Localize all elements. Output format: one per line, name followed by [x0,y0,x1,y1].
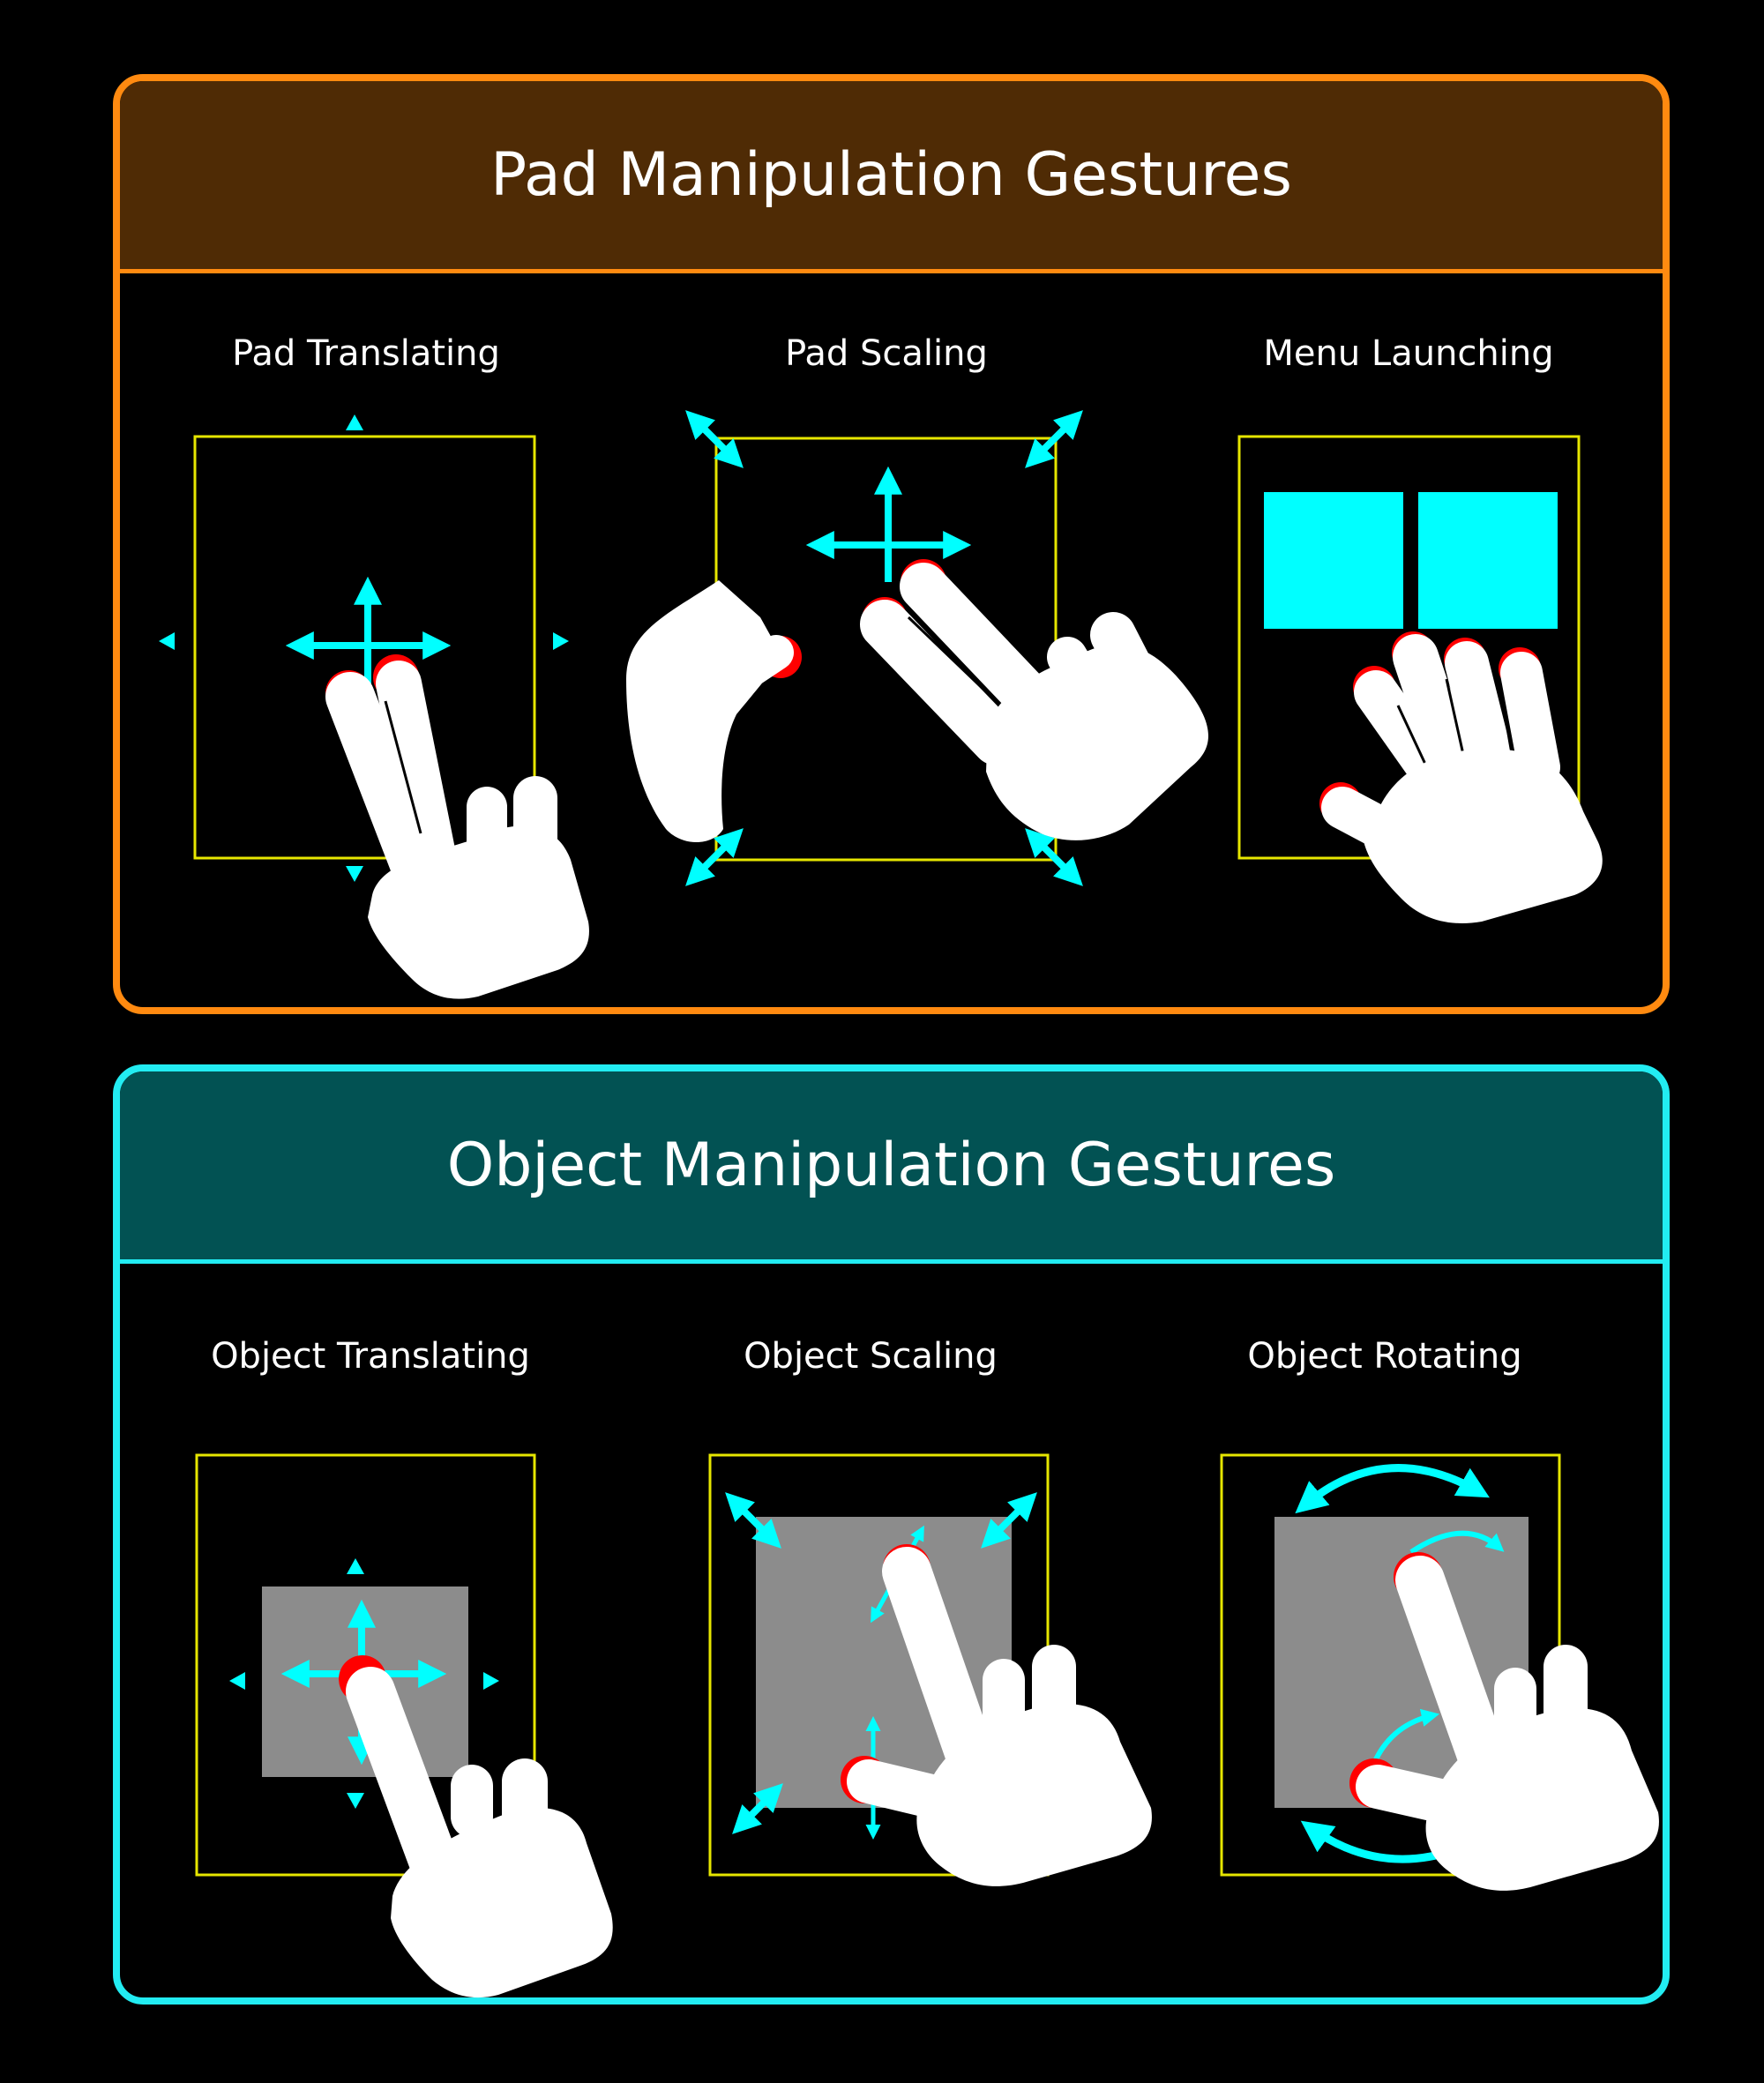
pad-panel-title: Pad Manipulation Gestures [120,81,1663,273]
label-menu-launching: Menu Launching [1263,333,1554,374]
label-object-rotating: Object Rotating [1247,1336,1522,1377]
label-pad-scaling: Pad Scaling [785,333,988,374]
label-object-scaling: Object Scaling [744,1336,998,1377]
pad-manipulation-panel: Pad Manipulation Gestures [113,74,1670,1014]
object-manipulation-panel: Object Manipulation Gestures [113,1064,1670,2005]
object-panel-title: Object Manipulation Gestures [120,1071,1663,1264]
label-object-translating: Object Translating [211,1336,530,1377]
label-pad-translating: Pad Translating [232,333,500,374]
